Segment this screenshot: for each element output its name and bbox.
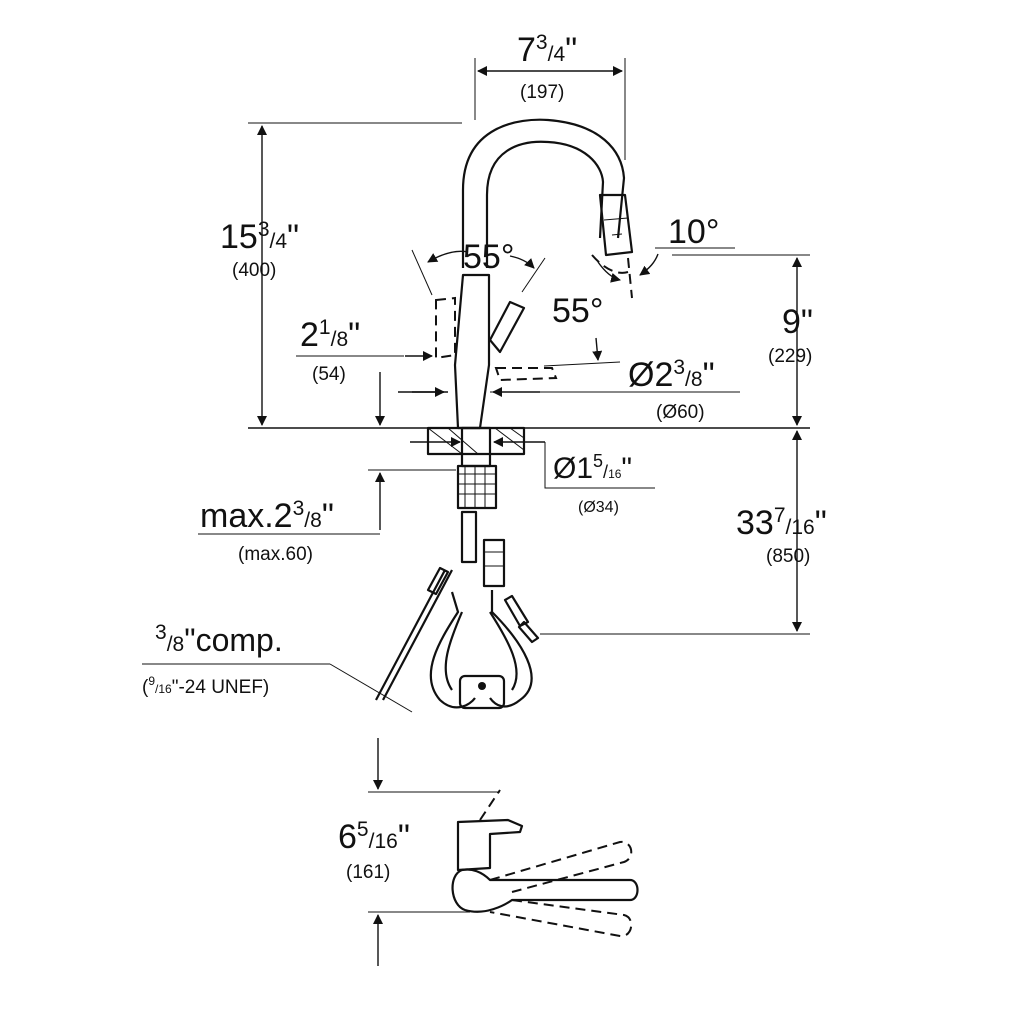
hose-length-mm: (850) xyxy=(766,546,810,567)
total-height-mm: (400) xyxy=(232,260,276,281)
spout-height-mm: (229) xyxy=(768,346,812,367)
hole-diameter-inches: Ø15/16" xyxy=(553,451,632,485)
lever-height-inches: 21/8" xyxy=(300,316,360,354)
deck-thickness-mm: (max.60) xyxy=(238,544,313,565)
dim-spout-reach: 73/4" (197) xyxy=(474,31,626,160)
dim-spout-height: 9" (229) xyxy=(672,254,813,426)
faucet-top-view: 65/16" (161) xyxy=(338,738,639,966)
spout-reach-mm: (197) xyxy=(520,82,564,103)
base-diameter-inches: Ø23/8" xyxy=(628,356,715,394)
dim-deck-thickness: max.23/8" (max.60) xyxy=(198,469,456,565)
dim-spray-angle: 10° xyxy=(597,213,735,283)
lever-angle-label: 55° xyxy=(552,292,603,330)
base-diameter-mm: (Ø60) xyxy=(656,402,705,423)
connection-thread: (9/16"-24 UNEF) xyxy=(142,674,269,698)
deck-thickness-inches: max.23/8" xyxy=(200,497,334,535)
dim-swivel-angle: 55° xyxy=(411,238,546,296)
spout-height-inches: 9" xyxy=(782,303,813,341)
spout-reach-inches: 73/4" xyxy=(517,31,577,69)
hose-length-inches: 337/16" xyxy=(736,504,827,542)
total-height-inches: 153/4" xyxy=(220,218,299,256)
lever-height-mm: (54) xyxy=(312,364,346,385)
swivel-angle-label: 55° xyxy=(463,238,514,276)
dim-base-diameter: Ø23/8" (Ø60) xyxy=(490,356,740,423)
dim-connection: 3/8"comp. (9/16"-24 UNEF) xyxy=(142,621,413,713)
faucet-body xyxy=(375,118,634,710)
dim-lever-angle: 55° xyxy=(543,292,621,367)
connection-size: 3/8"comp. xyxy=(155,621,283,658)
dim-hose-length: 337/16" (850) xyxy=(540,430,827,635)
spray-angle-label: 10° xyxy=(668,213,719,251)
hole-diameter-mm: (Ø34) xyxy=(578,499,619,516)
top-view-clearance-mm: (161) xyxy=(346,862,390,883)
top-view-clearance-inches: 65/16" xyxy=(338,818,410,856)
dim-hole-diameter: Ø15/16" (Ø34) xyxy=(410,437,655,516)
dim-lever-height: 21/8" (54) xyxy=(296,316,448,426)
dim-total-height: 153/4" (400) xyxy=(220,122,462,426)
